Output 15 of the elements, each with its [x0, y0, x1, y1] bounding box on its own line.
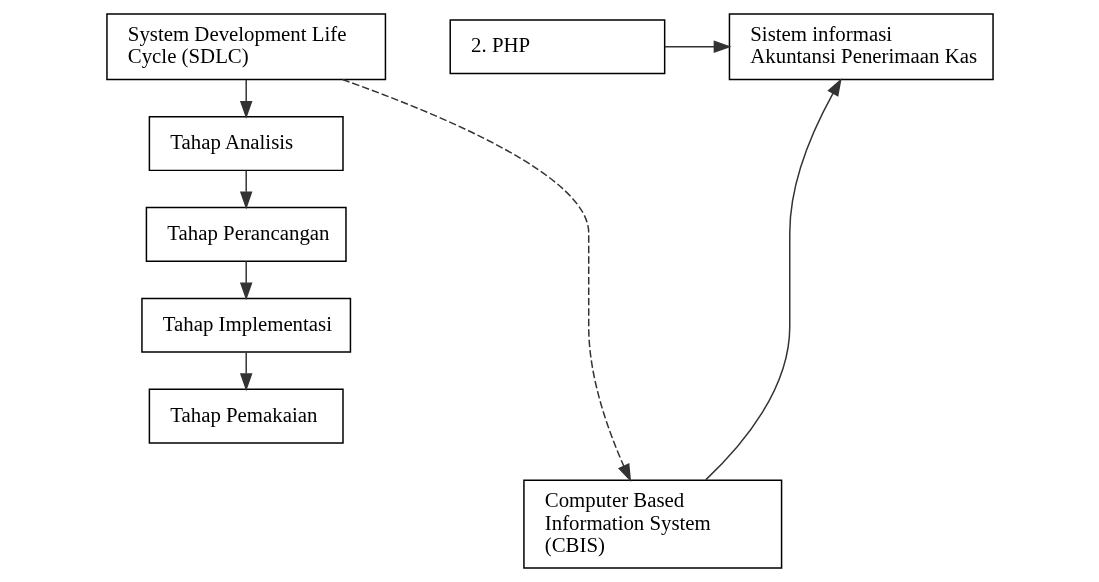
node-box: Tahap Pemakaian — [148, 388, 344, 444]
node-box: Tahap Perancangan — [145, 206, 347, 262]
arrow — [239, 79, 252, 119]
arrow — [663, 40, 732, 54]
node-box: System Development Life Cycle (SDLC) — [105, 13, 386, 81]
arrow — [239, 351, 252, 392]
node-box: Sistem informasi Akuntansi Penerimaan Kas — [728, 13, 994, 81]
arrow — [704, 78, 842, 481]
node-box: Tahap Analisis — [148, 116, 344, 172]
node-box: Tahap Implementasi — [140, 297, 351, 353]
node-box: 2. PHP — [448, 19, 665, 75]
arrow — [239, 169, 252, 210]
node-box: Computer Based Information System (CBIS) — [522, 479, 782, 569]
arrow — [341, 78, 631, 482]
arrow — [239, 260, 252, 301]
